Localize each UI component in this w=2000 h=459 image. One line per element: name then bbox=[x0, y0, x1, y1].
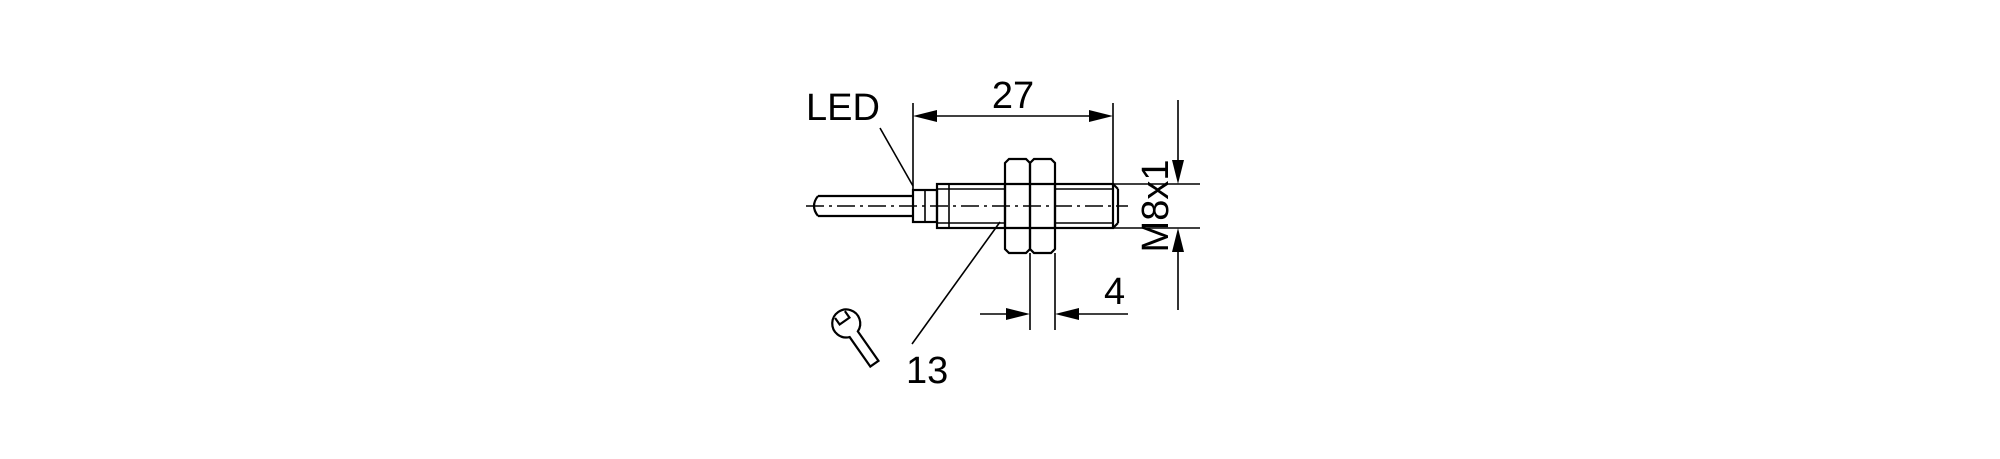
wrench-icon bbox=[831, 308, 881, 369]
wrench-leader bbox=[911, 221, 1001, 345]
led-label: LED bbox=[806, 87, 880, 129]
nut-width-dimension bbox=[980, 253, 1128, 330]
thread-dimension bbox=[1113, 100, 1200, 310]
wrench-size-label: 13 bbox=[906, 350, 948, 392]
length-dimension bbox=[912, 103, 1114, 190]
length-label: 27 bbox=[992, 75, 1034, 117]
hex-nuts bbox=[1003, 157, 1057, 255]
cable bbox=[812, 194, 913, 218]
thread-label: M8x1 bbox=[1135, 160, 1177, 253]
led-leader bbox=[879, 127, 914, 187]
nut-width-label: 4 bbox=[1104, 271, 1125, 313]
